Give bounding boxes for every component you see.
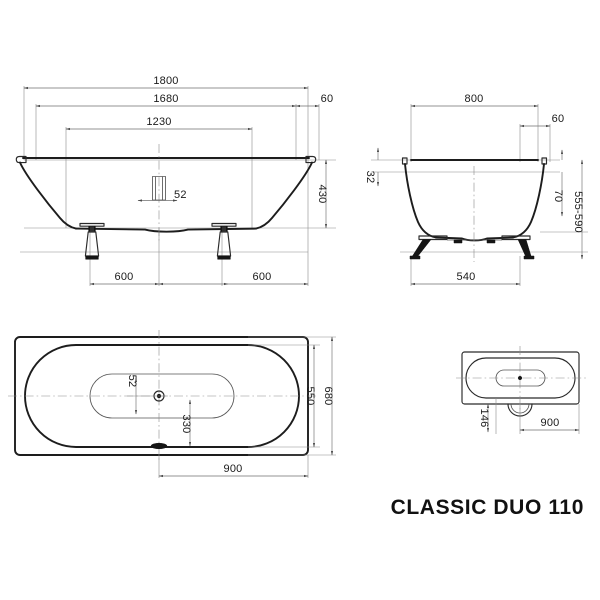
dim-end-146-label: 146 [478,409,490,428]
dim-front-600-left: 600 [89,271,160,286]
dim-end-900: 900 [519,417,580,432]
dim-plan-52: 52 [126,375,168,415]
dim-side-555-590-label: 555-590 [572,191,584,233]
dim-side-70-label: 70 [552,190,564,203]
dim-end-146: 146 [478,403,490,433]
drain-detail-front: 52 [137,144,187,243]
dim-front-600-left-label: 600 [115,271,134,283]
plan-overflow-outlet [150,442,168,450]
dim-plan-680: 680 [322,336,334,456]
dim-front-600-right: 600 [158,271,272,286]
end-plan-bowl-base [495,369,546,387]
end-plan-drain [517,375,523,381]
end-plan-view: 146 900 [456,346,586,434]
top-plan-view: 550 680 52 330 900 [8,330,336,478]
dim-front-60-label: 60 [321,93,334,105]
tub-side-outline [401,157,548,242]
dim-front-1800: 1800 [23,75,309,90]
end-plan-extension-lines [495,398,580,434]
dim-front-1800-label: 1800 [153,75,178,87]
dim-side-32: 32 [364,147,380,187]
front-elevation-view: 52 1800 1680 60 1230 [15,75,336,286]
plan-bowl-base [89,373,235,419]
dim-side-70: 70 [552,149,564,217]
dim-side-540: 540 [410,271,521,286]
dim-side-800: 800 [410,93,539,108]
dim-front-1230-label: 1230 [146,116,171,128]
dim-front-1230: 1230 [65,116,253,131]
dim-plan-550-label: 550 [304,387,316,406]
plan-extension-lines [158,336,336,478]
dim-plan-550: 550 [304,344,316,448]
dim-side-32-label: 32 [364,171,376,184]
end-plan-bowl-outline [465,357,576,399]
dim-end-900-label: 900 [541,417,560,429]
front-extension-lines [20,86,336,286]
dim-plan-52-label: 52 [126,375,138,388]
tub-feet-section [409,235,535,260]
dim-plan-680-label: 680 [322,387,334,406]
dim-front-1680: 1680 [35,93,297,108]
dim-plan-900: 900 [158,463,309,478]
dim-side-540-label: 540 [457,271,476,283]
product-title: CLASSIC DUO 110 [390,496,584,519]
dim-front-430-label: 430 [316,185,328,204]
dim-plan-900-label: 900 [224,463,243,475]
dim-plan-330: 330 [180,399,192,447]
tub-foot-right [211,222,237,260]
dim-front-drain-52: 52 [174,189,187,201]
dim-plan-330-label: 330 [180,415,192,434]
dim-front-1680-label: 1680 [153,93,178,105]
dim-front-60: 60 [295,93,334,108]
tub-front-outline [15,155,317,233]
dim-side-555-590: 555-590 [572,159,584,260]
side-section-view: 800 60 32 70 555-590 [364,93,588,286]
dim-front-600-right-label: 600 [253,271,272,283]
tub-foot-left [79,222,105,260]
dim-side-800-label: 800 [465,93,484,105]
dim-side-60: 60 [519,113,565,128]
dim-side-60-label: 60 [552,113,565,125]
dim-front-430: 430 [316,159,328,229]
